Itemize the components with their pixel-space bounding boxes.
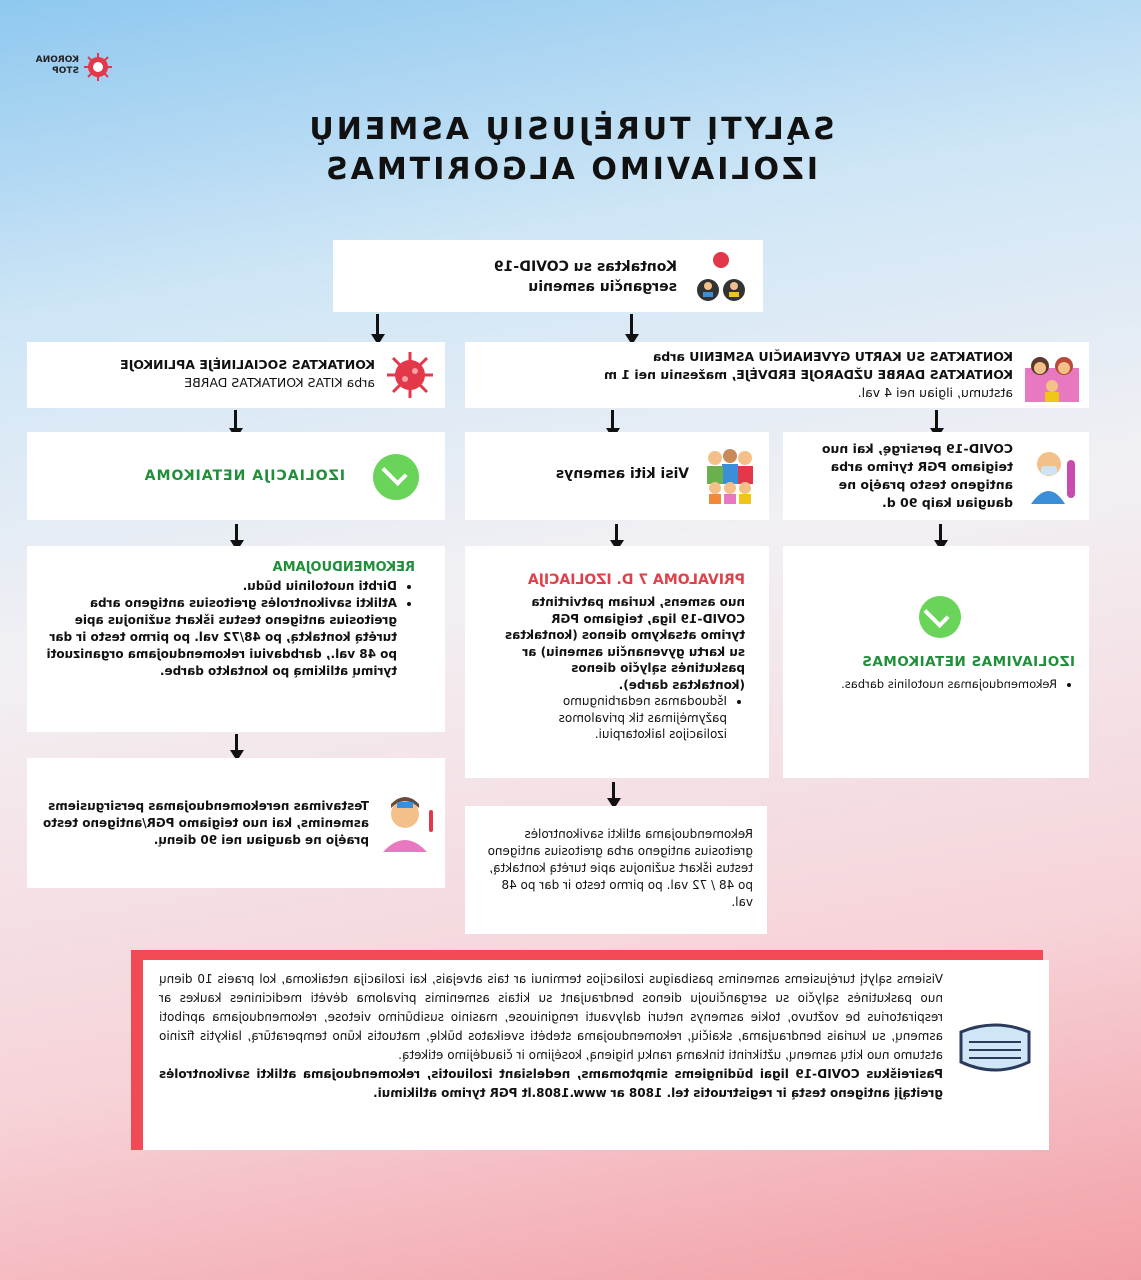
arrow-noisolation-down — [235, 524, 238, 542]
page-title-line2: IZOLIAVIMO ALGORITMAS — [323, 152, 818, 187]
arrow-top-right — [630, 314, 633, 336]
arrow-household-everyone — [611, 410, 614, 430]
social-contact-box: KONTAKTAS SOCIALINĖJE APLINKOJE arba KIT… — [27, 342, 445, 408]
page-title-line1: SĄLYTĮ TURĖJUSIŲ ASMENŲ — [306, 112, 835, 147]
social-line2: arba KITAS KONTAKTAS DARBE — [184, 375, 375, 390]
group-of-people-icon — [707, 449, 753, 504]
arrow-top-left — [376, 314, 379, 336]
household-line3: atstumu, ilgiau nei 4 val. — [857, 385, 1013, 400]
doctor-test-tube-icon — [1031, 452, 1075, 504]
arrow-recovered-down — [939, 524, 942, 542]
infected-people-icon — [697, 252, 745, 301]
footer-paragraph: Visiems sąlytį turėjusiems asmenims pasi… — [159, 972, 943, 1062]
logo-line1: KORONA — [35, 55, 79, 65]
mandatory-item1: nuo asmens, kuriam patvirtinta COVID-19 … — [505, 595, 745, 692]
korona-stop-logo: KORONA STOP — [31, 50, 113, 84]
self-test-box: Rekomenduojama atlikti savikontrolės gre… — [465, 806, 767, 934]
everyone-text: Visi kiti asmenys — [555, 466, 689, 482]
testing-text: Testavimas nerekomenduojamas persirgusie… — [43, 799, 369, 847]
social-line1: KONTAKTAS SOCIALINĖJE APLINKOJE — [120, 357, 375, 372]
recommended-box: REKOMENDUOJAMA Dirbti nuotoliniu būdu. A… — [27, 546, 445, 732]
recovered-text: COVID-19 persirgę, kai nuo teigiamo PGR … — [821, 441, 1013, 510]
virus-icon — [387, 352, 433, 398]
household-contact-box: KONTAKTAS SU KARTU GYVENANČIU ASMENIU ar… — [465, 342, 1089, 408]
close-contact-people-icon — [1025, 357, 1079, 402]
top-box-line2: sergančiu asmeniu — [528, 279, 677, 295]
top-contact-box: Kontaktas su COVID-19 sergančiu asmeniu — [333, 240, 763, 312]
sick-person-thermometer-icon — [383, 797, 433, 852]
no-isolation-2-heading: IZOLIAVIMAS NETAIKOMAS — [861, 654, 1075, 670]
no-isolation-2-item: Rekomenduojamas nuotolinis darbas. — [841, 676, 1057, 692]
no-isolation-2-box: IZOLIAVIMAS NETAIKOMAS Rekomenduojamas n… — [783, 546, 1089, 778]
testing-box: Testavimas nerekomenduojamas persirgusie… — [27, 758, 445, 888]
mandatory-heading: PRIVALOMA 7 D. IZOLIACIJA — [527, 572, 745, 588]
everyone-box: Visi kiti asmenys — [465, 432, 769, 520]
self-test-text: Rekomenduojama atlikti savikontrolės gre… — [487, 827, 753, 909]
face-mask-icon — [959, 1023, 1031, 1072]
check-icon-2 — [919, 596, 961, 638]
logo-line2: STOP — [52, 66, 79, 76]
footer-bold: Pasireiškus COVID-19 ligai būdingiems si… — [159, 1067, 943, 1100]
household-line1: KONTAKTAS SU KARTU GYVENANČIU ASMENIU ar… — [652, 349, 1013, 364]
arrow-recommended-down — [235, 734, 238, 752]
recovered-box: COVID-19 persirgę, kai nuo teigiamo PGR … — [783, 432, 1089, 520]
virus-logo-icon — [84, 53, 112, 81]
no-isolation-box: IZOLIACIJA NETAIKOMA — [27, 432, 445, 520]
no-isolation-text: IZOLIACIJA NETAIKOMA — [143, 468, 345, 484]
recommended-item-1: Atlikti savikontrolės greitosius antigen… — [35, 595, 397, 680]
mandatory-isolation-box: PRIVALOMA 7 D. IZOLIACIJA nuo asmens, ku… — [465, 546, 769, 778]
check-icon — [373, 454, 419, 500]
arrow-everyone-down — [615, 524, 618, 542]
household-line2: KONTAKTAS DARBE UŽDAROJE ERDVĖJE, mažesn… — [603, 367, 1013, 382]
mandatory-item2: Išduodamas nedarbingumo pažymėjimas tik … — [505, 693, 727, 743]
recommended-heading: REKOMENDUOJAMA — [272, 560, 415, 575]
arrow-mandatory-down — [612, 782, 615, 800]
arrow-household-recovered — [935, 410, 938, 430]
top-box-line1: Kontaktas su COVID-19 — [493, 259, 677, 275]
footer-box: Visiems sąlytį turėjusiems asmenims pasi… — [143, 960, 1049, 1150]
arrow-social-noisolation — [234, 410, 237, 430]
recommended-item-0: Dirbti nuotoliniu būdu. — [35, 578, 397, 595]
